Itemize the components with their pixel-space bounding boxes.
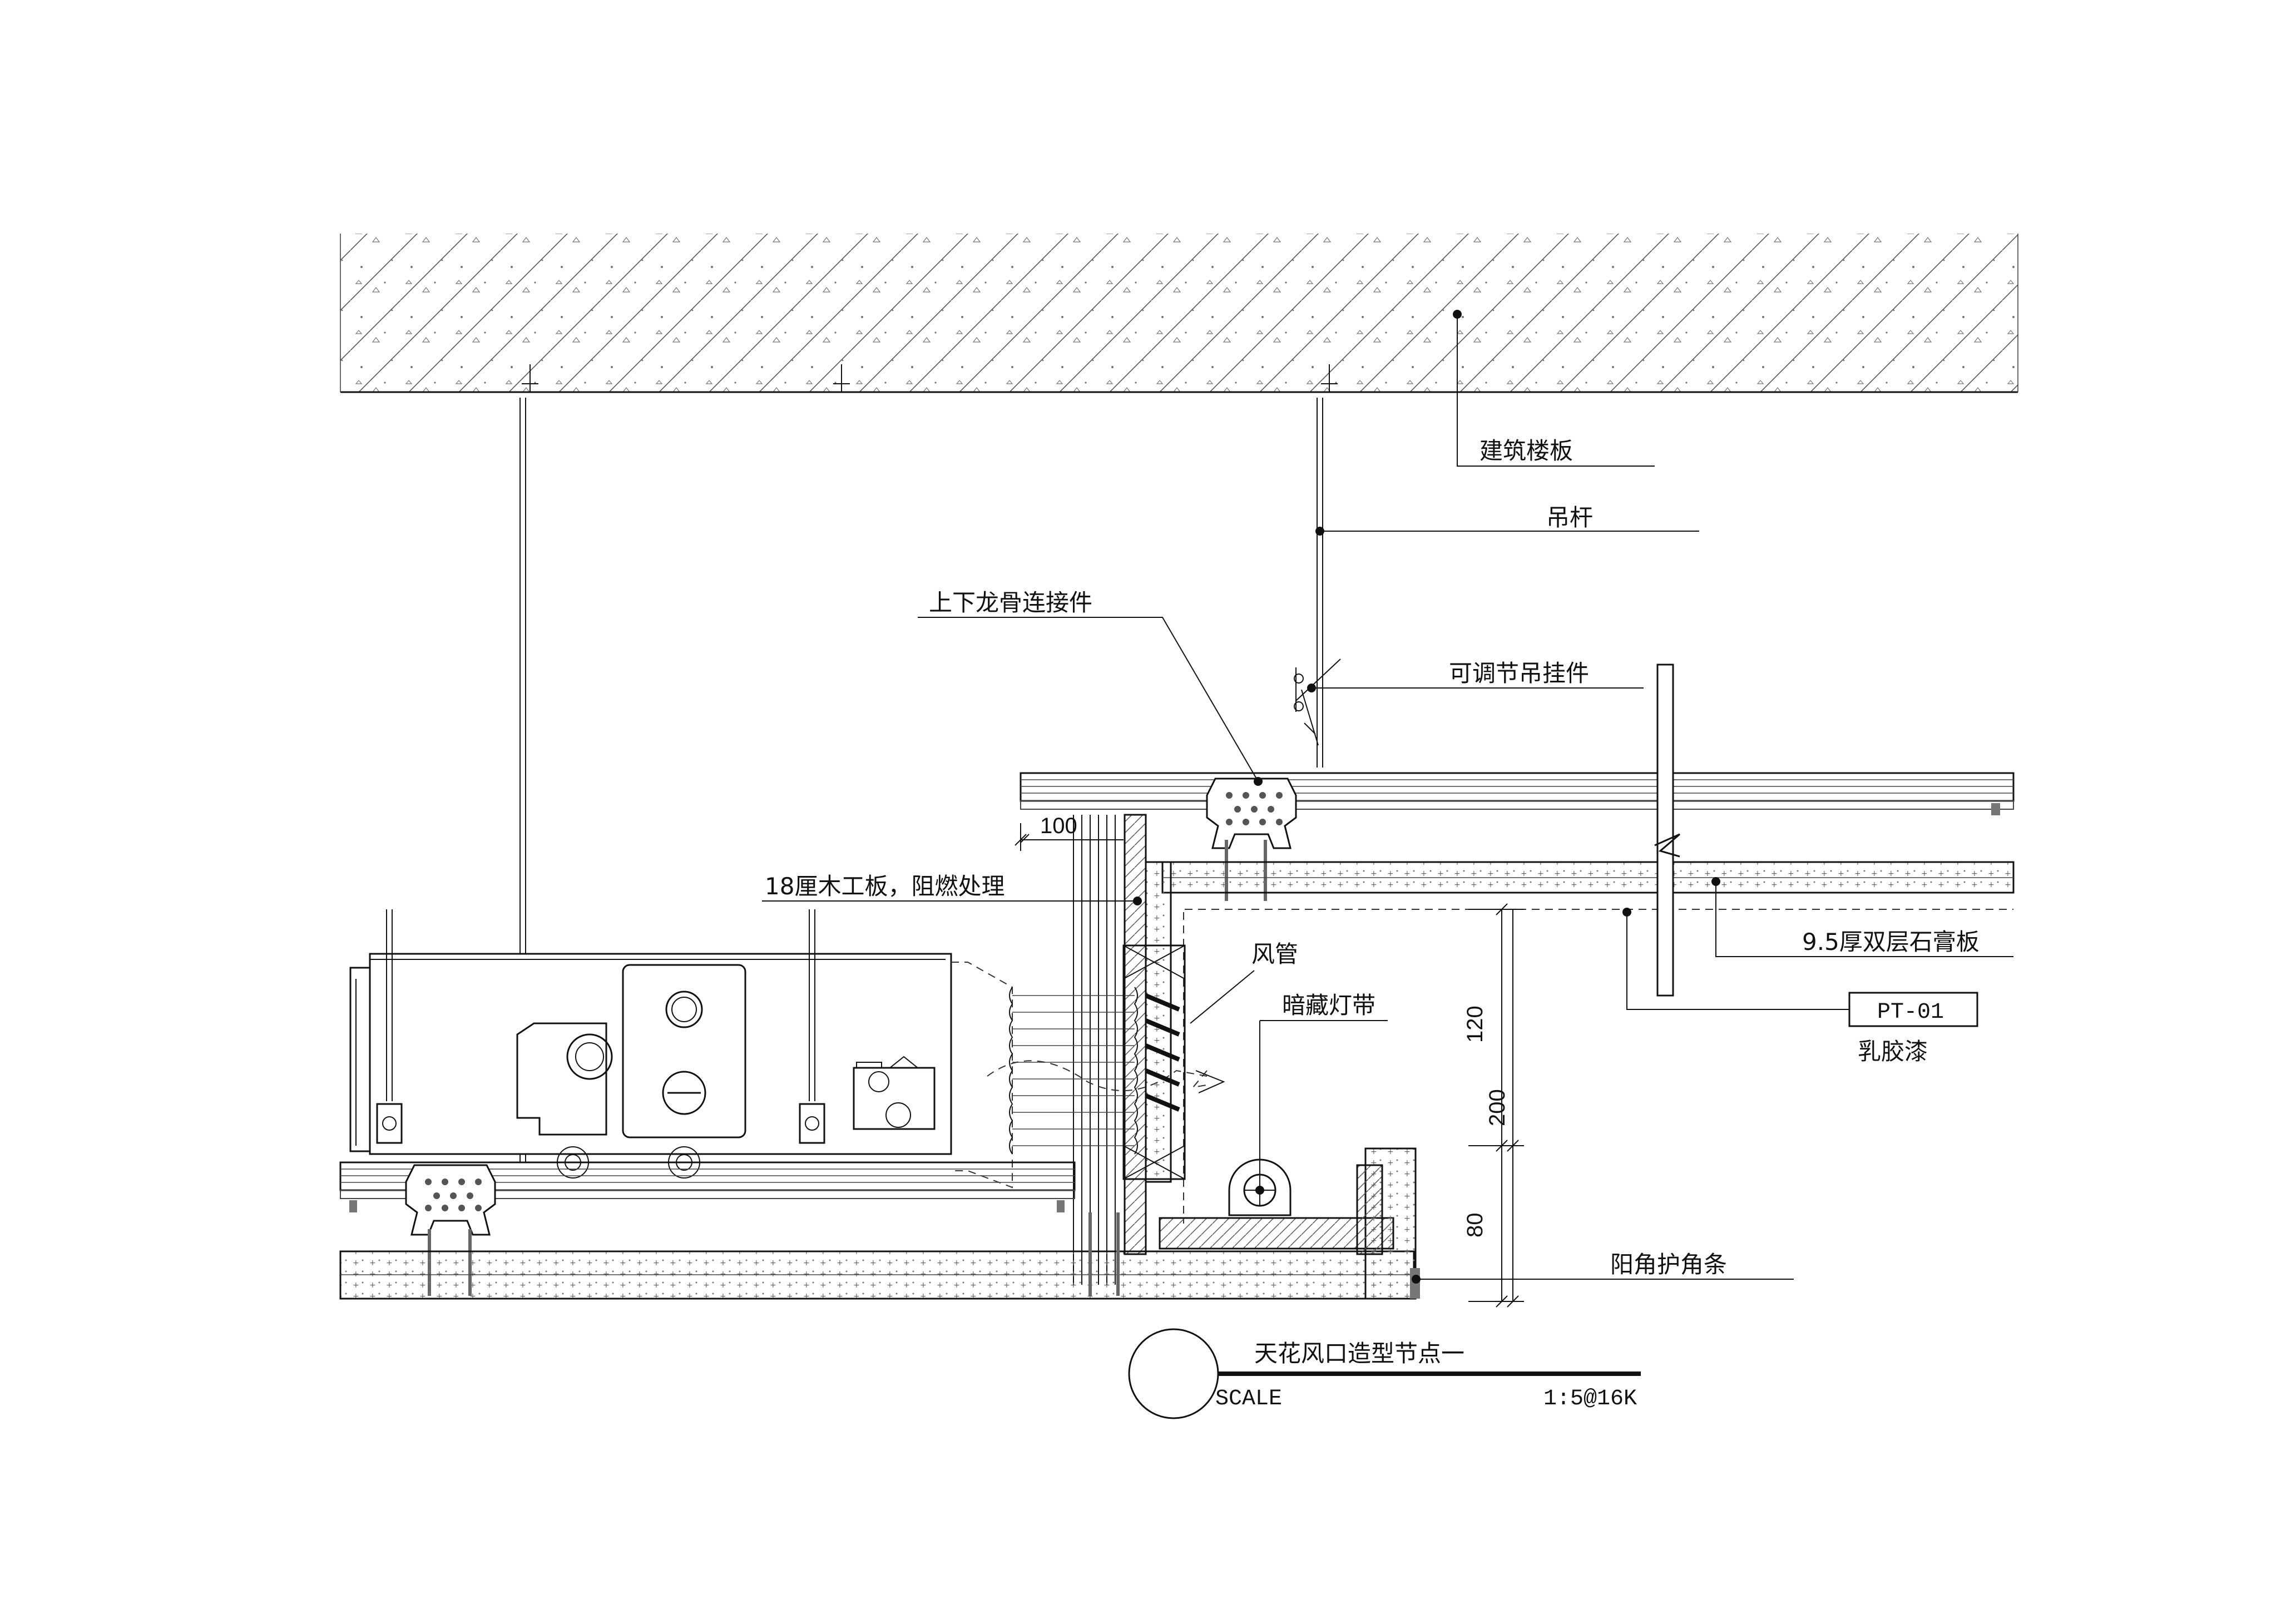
label-paint-name: 乳胶漆 [1858, 1038, 1928, 1065]
slab-anchors [522, 364, 1338, 393]
vent-grille [1122, 944, 1186, 1180]
gypsum-board-lower [339, 1212, 1415, 1300]
title-circle [1128, 1328, 1219, 1419]
label-hanger-rod: 吊杆 [1546, 504, 1593, 531]
leader-lines [762, 310, 2013, 1280]
label-hidden-light: 暗藏灯带 [1282, 992, 1375, 1019]
flexible-duct [987, 987, 1225, 1155]
label-corner-guard: 阳角护角条 [1610, 1251, 1727, 1278]
label-duct: 风管 [1251, 940, 1298, 968]
fan-coil-unit [349, 953, 1013, 1189]
floor-slab [340, 234, 2018, 393]
paint-tag-box [1848, 992, 1978, 1027]
label-gypsum-board: 9.5厚双层石膏板 [1802, 928, 1980, 955]
scale-value: 1:5@16K [1543, 1387, 1637, 1412]
label-keel-connector: 上下龙骨连接件 [929, 589, 1092, 616]
upper-keel-right [1020, 772, 2015, 815]
light-trough [1159, 1147, 1421, 1300]
label-paint-code: PT-01 [1877, 1000, 1944, 1025]
unit-hanger-rods [376, 909, 825, 1144]
wood-board-vertical [1073, 814, 1147, 1285]
dim-100-text: 100 [1040, 814, 1077, 838]
label-adjustable-hanger: 可调节吊挂件 [1449, 660, 1589, 687]
labels: 建筑楼板 吊杆 上下龙骨连接件 可调节吊挂件 18厘木工板，阻燃处理 9.5厚双… [765, 437, 1980, 1278]
dim-200-text: 200 [1485, 1089, 1510, 1126]
break-line [1654, 664, 1680, 997]
scale-label: SCALE [1215, 1387, 1282, 1412]
gypsum-board-right [1145, 861, 2015, 1224]
dimension-100: 100 [1015, 814, 1124, 851]
dimension-heights: 120 200 80 [1463, 903, 1524, 1308]
label-wood-board: 18厘木工板，阻燃处理 [765, 873, 1004, 900]
dim-80-text: 80 [1463, 1213, 1487, 1238]
dim-120-text: 120 [1463, 1006, 1487, 1043]
label-floor-slab: 建筑楼板 [1479, 437, 1573, 464]
title-text: 天花风口造型节点一 [1254, 1340, 1464, 1367]
title-block: 天花风口造型节点一 SCALE 1:5@16K [1128, 1328, 1641, 1419]
